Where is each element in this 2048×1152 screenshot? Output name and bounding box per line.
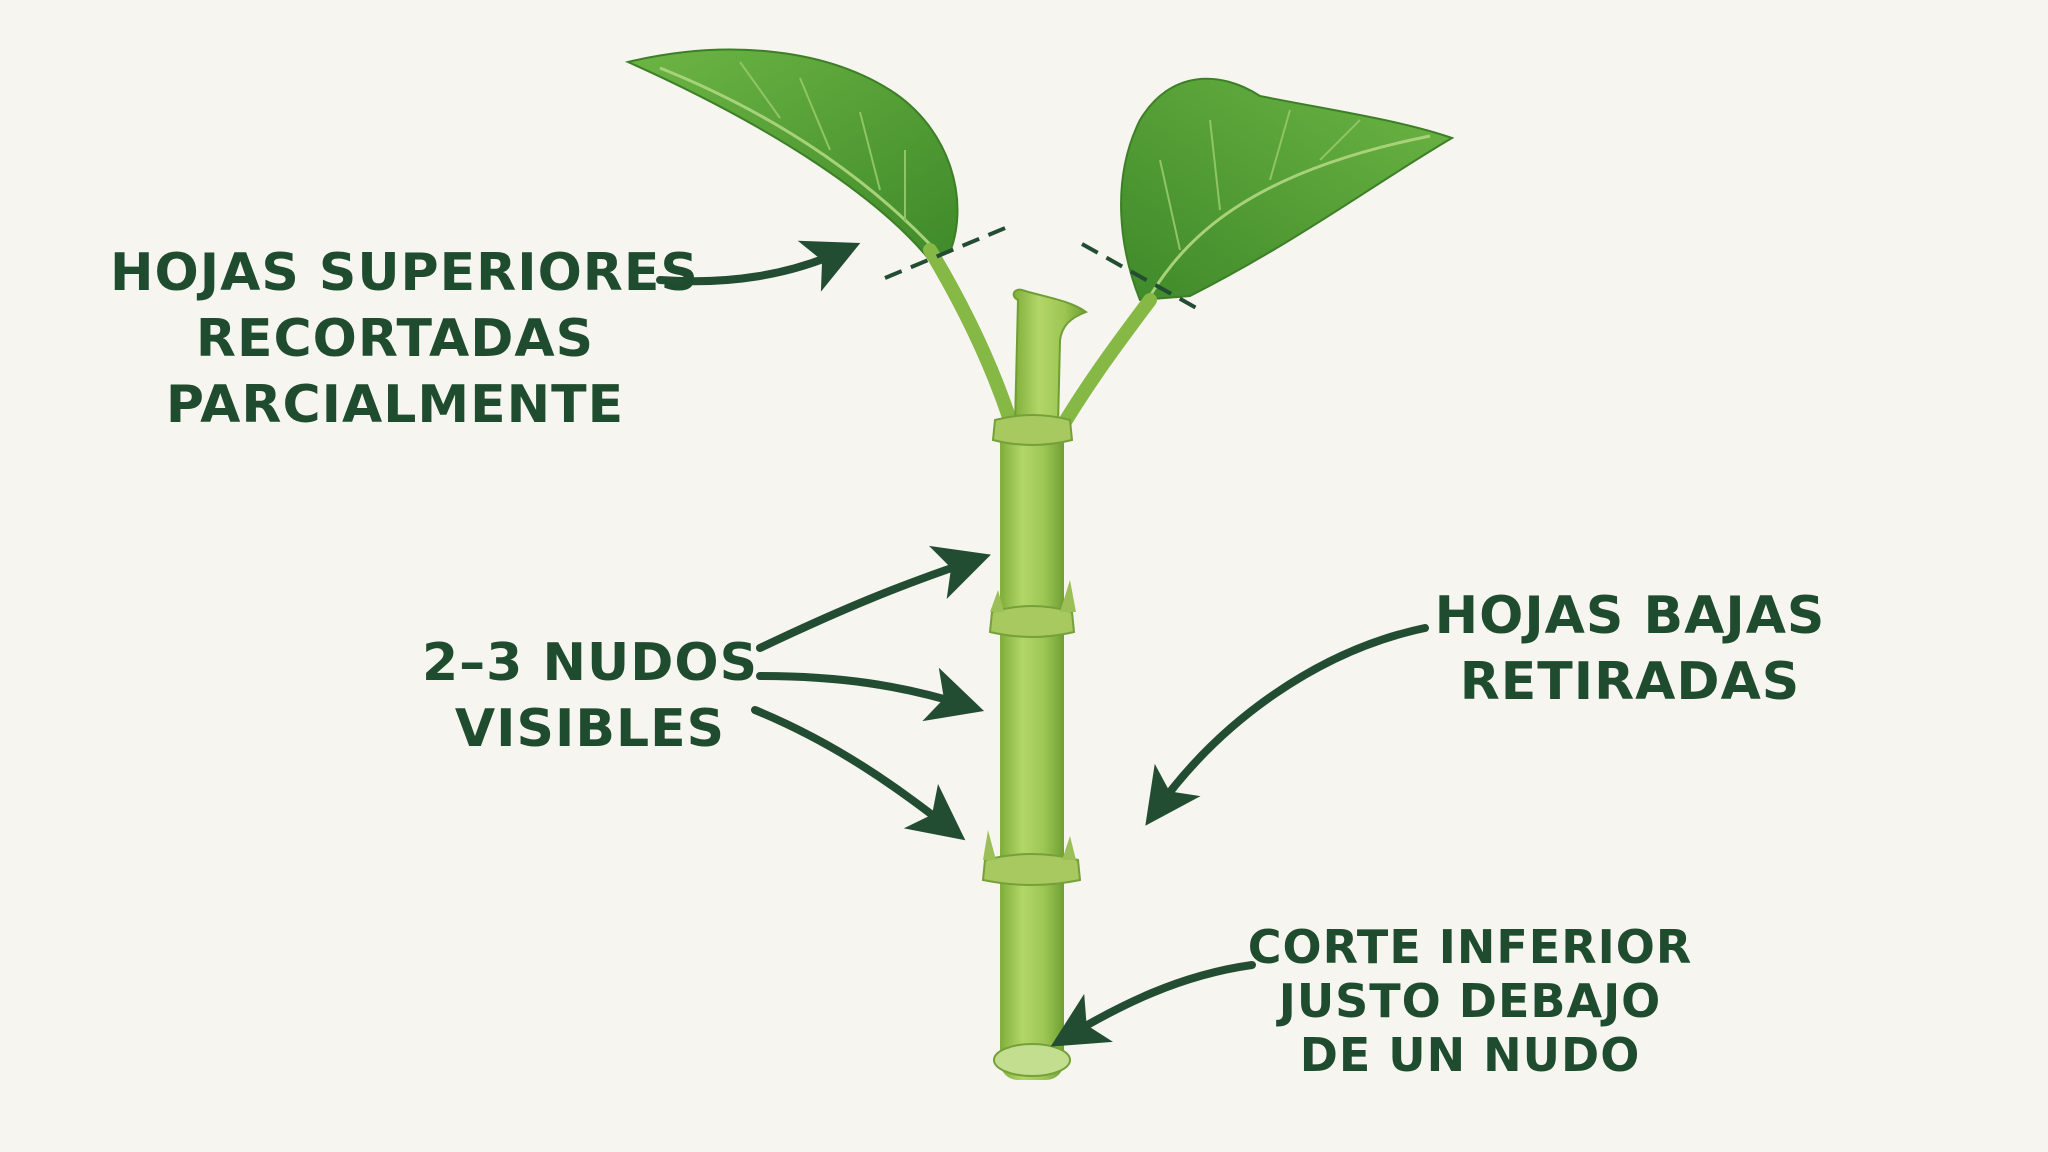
left-petiole: [923, 243, 1017, 427]
arrow-node-lower: [751, 706, 966, 841]
main-stem: [1000, 420, 1064, 1080]
label-line: HOJAS BAJAS: [1434, 586, 1826, 646]
label-upper-leaves-trimmed: HOJAS SUPERIORES RECORTADAS PARCIALMENTE: [110, 240, 699, 438]
label-bottom-cut: CORTE INFERIOR JUSTO DEBAJO DE UN NUDO: [1240, 920, 1700, 1082]
label-lower-leaves-removed: HOJAS BAJAS RETIRADAS: [1420, 583, 1840, 715]
upper-left-leaf: [624, 48, 959, 260]
label-line: VISIBLES: [454, 699, 726, 759]
terminal-bud: [1012, 288, 1089, 426]
label-line: CORTE INFERIOR: [1247, 920, 1693, 974]
label-line: PARCIALMENTE: [165, 375, 625, 435]
arrow-node-upper: [756, 545, 991, 652]
upper-right-leaf-vein: [1148, 134, 1431, 297]
label-line: RETIRADAS: [1459, 652, 1801, 712]
trim-line-left: [884, 224, 1011, 280]
arrow-bottom-cut: [1050, 961, 1256, 1047]
label-line: JUSTO DEBAJO: [1278, 974, 1662, 1028]
label-visible-nodes: 2–3 NUDOS VISIBLES: [400, 630, 780, 762]
label-line: HOJAS SUPERIORES: [110, 243, 699, 303]
right-petiole: [1053, 293, 1157, 437]
bottom-cut-face: [993, 1043, 1071, 1077]
arrow-low-leaves: [1145, 624, 1429, 826]
node-upper: [991, 414, 1074, 446]
node-lower: [981, 853, 1082, 886]
label-line: DE UN NUDO: [1299, 1028, 1641, 1082]
label-line: RECORTADAS: [195, 309, 595, 369]
trim-line-right: [1081, 242, 1201, 312]
label-line: 2–3 NUDOS: [421, 633, 759, 693]
node-middle: [988, 605, 1076, 638]
upper-right-leaf: [1120, 77, 1455, 302]
arrow-node-middle: [756, 667, 985, 722]
upper-left-leaf-vein: [659, 66, 942, 257]
arrow-top-leaves: [656, 240, 861, 292]
